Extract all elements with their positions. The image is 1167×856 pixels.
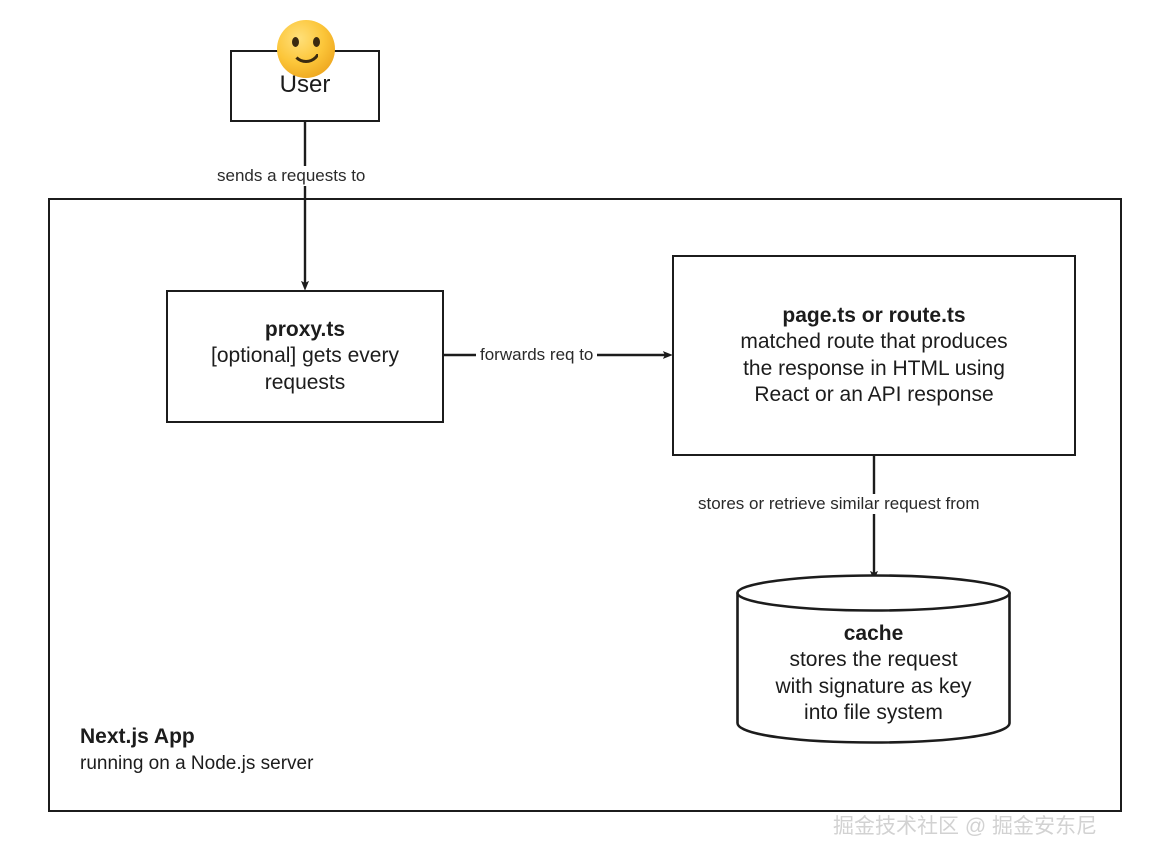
node-page-route-subtitle-line3: React or an API response <box>754 382 994 406</box>
node-page-route-title: page.ts or route.ts <box>782 304 966 328</box>
smiley-mouth <box>291 47 321 63</box>
node-page-route-subtitle-line2: the response in HTML using <box>743 356 1005 380</box>
edge-label-stores-or-retrieve: stores or retrieve similar request from <box>694 494 984 514</box>
nextjs-app-title: Next.js App <box>80 725 195 748</box>
node-cache-subtitle-line2: with signature as key <box>775 674 972 698</box>
node-proxy[interactable]: proxy.ts [optional] gets every requests <box>166 290 444 423</box>
smiley-face-icon <box>277 20 335 78</box>
node-proxy-subtitle: [optional] gets every requests <box>211 344 399 394</box>
cylinder-shape <box>736 574 1011 744</box>
edge-label-sends-a-requests-to: sends a requests to <box>213 166 370 186</box>
node-cache-title: cache <box>843 622 904 645</box>
node-proxy-title: proxy.ts <box>264 318 346 342</box>
watermark: 掘金技术社区 @ 掘金安东尼 <box>833 815 1097 838</box>
nextjs-app-container <box>48 198 1122 812</box>
smiley-eye-right <box>313 37 320 47</box>
node-cache-text: cache stores the request with signature … <box>735 621 1012 727</box>
node-cache-subtitle-line1: stores the request <box>789 648 958 672</box>
node-cache[interactable]: cache stores the request with signature … <box>735 573 1012 745</box>
node-page-route[interactable]: page.ts or route.ts matched route that p… <box>672 255 1076 456</box>
node-page-route-subtitle-line1: matched route that produces <box>740 330 1008 354</box>
smiley-eye-left <box>292 37 299 47</box>
nextjs-app-subtitle: running on a Node.js server <box>80 752 314 774</box>
edge-label-forwards-req-to: forwards req to <box>476 345 598 365</box>
nextjs-app-label: Next.js App running on a Node.js server <box>80 723 313 776</box>
node-cache-subtitle-line3: into file system <box>804 701 943 725</box>
